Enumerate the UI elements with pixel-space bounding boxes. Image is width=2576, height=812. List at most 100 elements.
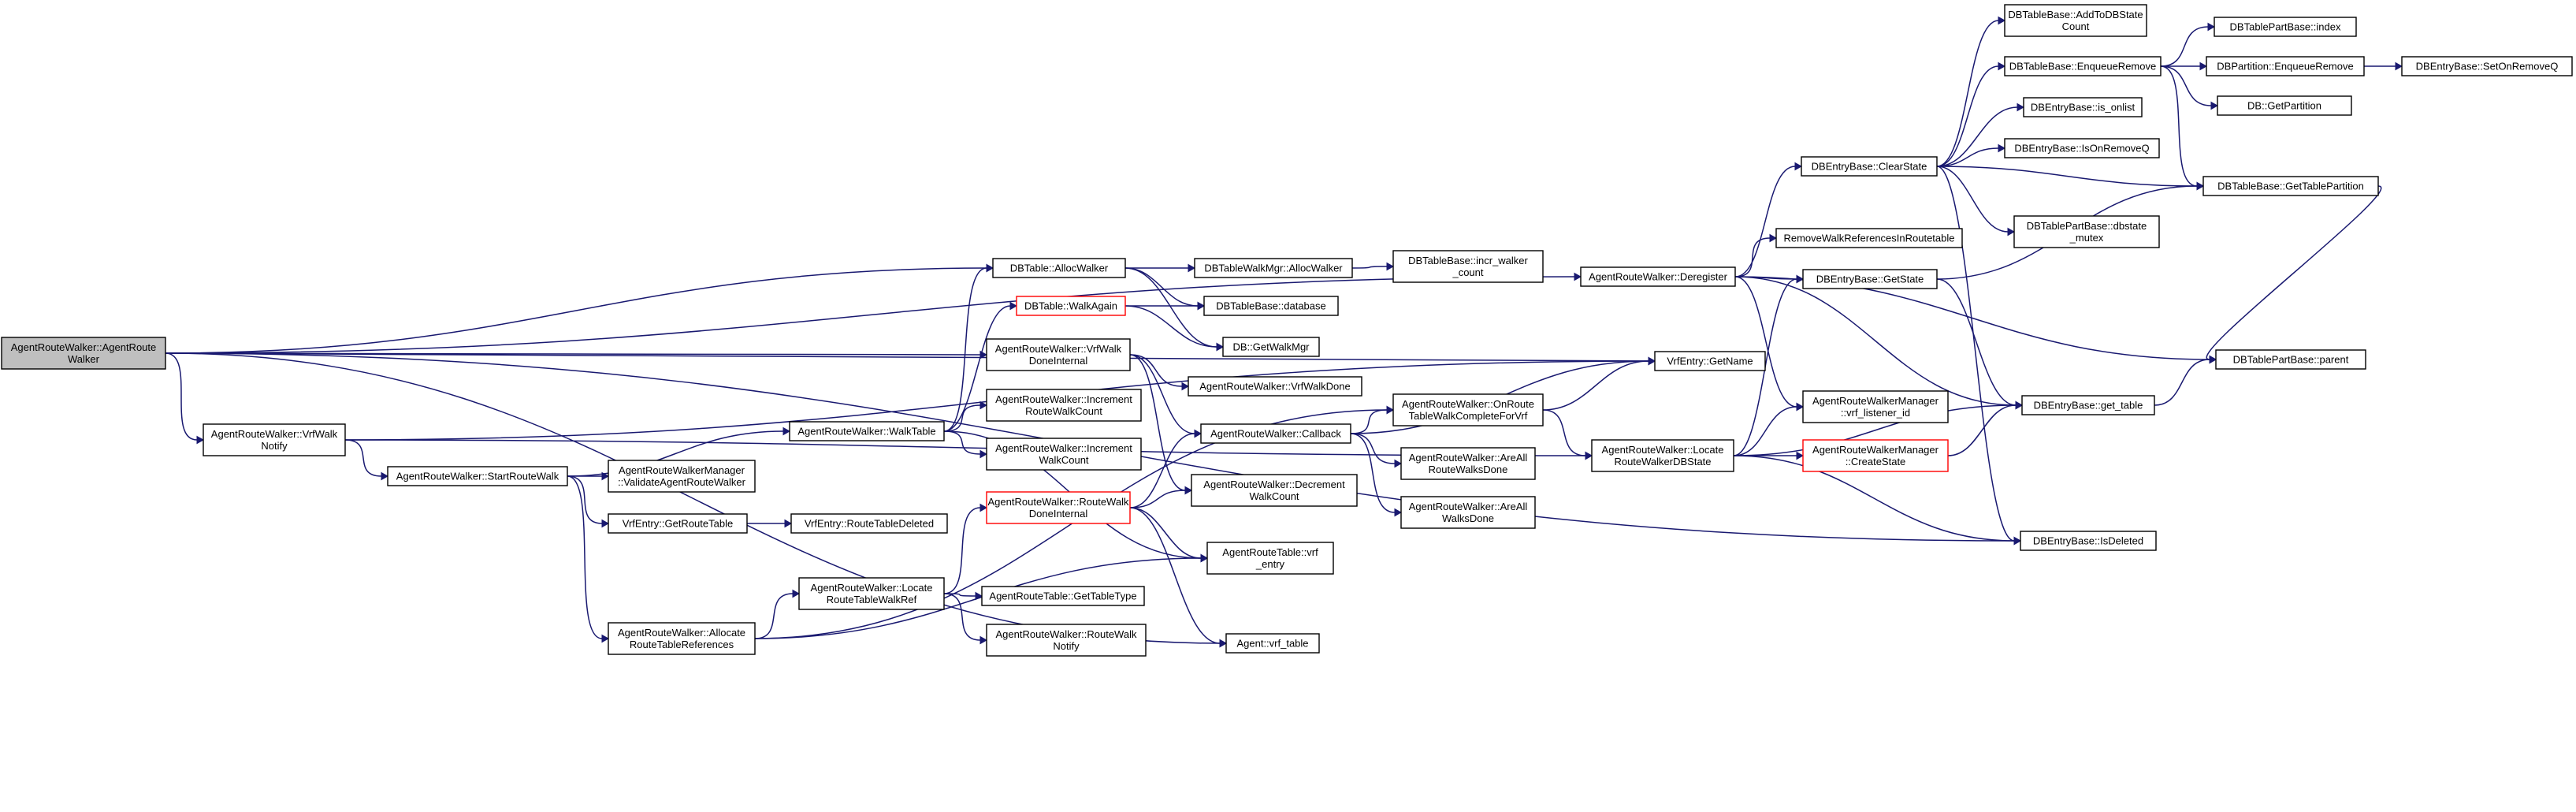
edge-n38-n45 bbox=[2161, 61, 2208, 71]
node-agentroutewalker-increment-routewalkcount[interactable]: AgentRouteWalker::IncrementRouteWalkCoun… bbox=[986, 389, 1142, 422]
edge-arrowhead bbox=[1998, 143, 2006, 153]
node-dbtable-allocwalker[interactable]: DBTable::AllocWalker bbox=[992, 258, 1126, 278]
node-agentroutewalkermanager-validateagentroutewalker[interactable]: AgentRouteWalkerManager::ValidateAgentRo… bbox=[608, 460, 756, 493]
edge-n42-n48 bbox=[2154, 355, 2217, 406]
node-agentroutewalker-agentroute-walker[interactable]: AgentRouteWalker::AgentRouteWalker bbox=[1, 337, 166, 370]
node-box bbox=[2013, 215, 2160, 248]
node-box bbox=[986, 624, 1147, 657]
edge-arrowhead bbox=[1796, 451, 1805, 460]
node-label: AgentRouteWalker::Increment bbox=[995, 393, 1132, 405]
node-agentroutewalker-walktable[interactable]: AgentRouteWalker::WalkTable bbox=[789, 421, 945, 441]
edge-line bbox=[1542, 409, 1586, 456]
node-vrfentry-getroutetable[interactable]: VrfEntry::GetRouteTable bbox=[608, 513, 748, 534]
edge-arrowhead bbox=[1998, 61, 2006, 71]
node-db-getpartition[interactable]: DB::GetPartition bbox=[2217, 95, 2352, 116]
node-agentroutewalker-deregister[interactable]: AgentRouteWalker::Deregister bbox=[1580, 266, 1736, 287]
edge-n7-n13 bbox=[943, 430, 988, 459]
node-agentroutewalker-startroutewalk[interactable]: AgentRouteWalker::StartRouteWalk bbox=[387, 466, 568, 486]
edge-line bbox=[165, 267, 987, 354]
node-agentroutewalker-onroute-tablewalkcompleteforvrf[interactable]: AgentRouteWalker::OnRouteTableWalkComple… bbox=[1392, 393, 1544, 426]
edge-line bbox=[1734, 276, 1797, 408]
node-db-getwalkmgr[interactable]: DB::GetWalkMgr bbox=[1222, 337, 1320, 357]
edge-n14-n22 bbox=[1129, 486, 1193, 508]
edge-line bbox=[2154, 359, 2210, 406]
node-label: WalkCount bbox=[1039, 454, 1088, 466]
node-agentroutewalker-allocate-routetablereferences[interactable]: AgentRouteWalker::AllocateRouteTableRefe… bbox=[608, 622, 756, 655]
edge-n30-n42 bbox=[1734, 276, 2024, 410]
node-label: AgentRouteTable::vrf bbox=[1222, 546, 1318, 558]
edge-arrowhead bbox=[1998, 16, 2006, 25]
node-dbentrybase-is-onlist[interactable]: DBEntryBase::is_onlist bbox=[2023, 97, 2143, 117]
node-removewalkreferencesinroutetable[interactable]: RemoveWalkReferencesInRoutetable bbox=[1775, 228, 1963, 248]
edge-line bbox=[1733, 455, 2015, 542]
node-agentroutewalkermanager-vrf-listener-id[interactable]: AgentRouteWalkerManager::vrf_listener_id bbox=[1802, 390, 1949, 423]
node-agentroutewalker-locate-routetablewalkref[interactable]: AgentRouteWalker::LocateRouteTableWalkRe… bbox=[798, 577, 945, 610]
node-dbentrybase-get-table[interactable]: DBEntryBase::get_table bbox=[2021, 395, 2155, 415]
node-agentroutetable-gettabletype[interactable]: AgentRouteTable::GetTableType bbox=[981, 586, 1145, 606]
node-dbtablepartbase-dbstate-mutex[interactable]: DBTablePartBase::dbstate_mutex bbox=[2013, 215, 2160, 248]
node-box bbox=[608, 513, 748, 534]
node-dbtablepartbase-index[interactable]: DBTablePartBase::index bbox=[2214, 17, 2357, 37]
node-label: ::vrf_listener_id bbox=[1841, 407, 1910, 419]
node-agentroutewalkermanager-createstate[interactable]: AgentRouteWalkerManager::CreateState bbox=[1802, 439, 1949, 472]
edge-arrowhead bbox=[2196, 181, 2205, 191]
node-agent-vrf-table[interactable]: Agent::vrf_table bbox=[1225, 633, 1320, 654]
node-agentroutewalker-vrfwalkdone[interactable]: AgentRouteWalker::VrfWalkDone bbox=[1188, 376, 1362, 397]
edge-line bbox=[943, 593, 981, 641]
edge-n33-n37 bbox=[1936, 16, 2006, 167]
node-box bbox=[992, 258, 1126, 278]
edge-n14-n21 bbox=[1129, 429, 1203, 508]
node-box bbox=[2217, 95, 2352, 116]
edge-n8-n15 bbox=[943, 591, 983, 601]
node-dbtablebase-database[interactable]: DBTableBase::database bbox=[1203, 296, 1339, 316]
node-dbentrybase-isdeleted[interactable]: DBEntryBase::IsDeleted bbox=[2020, 531, 2157, 551]
node-vrfentry-routetabledeleted[interactable]: VrfEntry::RouteTableDeleted bbox=[790, 513, 948, 534]
edge-n2-n3 bbox=[567, 475, 610, 643]
node-label: DoneInternal bbox=[1029, 355, 1088, 367]
node-vrfentry-getname[interactable]: VrfEntry::GetName bbox=[1654, 351, 1766, 371]
node-label: DBEntryBase::ClearState bbox=[1812, 161, 1927, 173]
edge-line bbox=[1542, 360, 1649, 411]
node-box bbox=[1225, 633, 1320, 654]
node-dbtablebase-incr-walker-count[interactable]: DBTableBase::incr_walker_count bbox=[1392, 250, 1544, 283]
node-agentroutewalker-locate-routewalkerdbstate[interactable]: AgentRouteWalker::LocateRouteWalkerDBSta… bbox=[1591, 439, 1734, 472]
node-dbentrybase-isonremoveq[interactable]: DBEntryBase::IsOnRemoveQ bbox=[2004, 138, 2160, 158]
node-dbtablewalkmgr-allocwalker[interactable]: DBTableWalkMgr::AllocWalker bbox=[1194, 258, 1353, 278]
node-agentroutetable-vrf-entry[interactable]: AgentRouteTable::vrf_entry bbox=[1206, 542, 1334, 575]
node-label: DBTableBase::incr_walker bbox=[1408, 255, 1528, 266]
edge-n33-n38 bbox=[1936, 61, 2006, 167]
edge-n26-n29 bbox=[1542, 356, 1656, 411]
node-dbtable-walkagain[interactable]: DBTable::WalkAgain bbox=[1016, 296, 1126, 316]
node-box bbox=[1222, 337, 1320, 357]
node-box bbox=[789, 421, 945, 441]
node-dbtablebase-gettablepartition[interactable]: DBTableBase::GetTablePartition bbox=[2202, 176, 2379, 196]
edge-arrowhead bbox=[1386, 405, 1395, 415]
node-box bbox=[1188, 376, 1362, 397]
node-box bbox=[1191, 474, 1358, 507]
node-dbentrybase-getstate[interactable]: DBEntryBase::GetState bbox=[1802, 269, 1938, 289]
edge-line bbox=[567, 475, 603, 524]
edge-line bbox=[1733, 404, 2017, 456]
node-label: VrfEntry::GetName bbox=[1667, 356, 1753, 367]
node-dbtablebase-enqueueremove[interactable]: DBTableBase::EnqueueRemove bbox=[2004, 56, 2162, 76]
edge-line bbox=[1734, 166, 1796, 277]
node-label: AgentRouteWalker::AreAll bbox=[1409, 501, 1528, 512]
node-label: Agent::vrf_table bbox=[1236, 638, 1308, 650]
node-label: AgentRouteWalker::Decrement bbox=[1203, 479, 1345, 490]
node-label: AgentRouteWalker::VrfWalk bbox=[211, 428, 338, 440]
node-dbtablepartbase-parent[interactable]: DBTablePartBase::parent bbox=[2215, 349, 2366, 370]
node-dbentrybase-clearstate[interactable]: DBEntryBase::ClearState bbox=[1801, 156, 1938, 177]
node-dbpartition-enqueueremove[interactable]: DBPartition::EnqueueRemove bbox=[2206, 56, 2365, 76]
node-dbentrybase-setonremoveq[interactable]: DBEntryBase::SetOnRemoveQ bbox=[2401, 56, 2573, 76]
edge-line bbox=[1129, 433, 1195, 508]
node-agentroutewalker-callback[interactable]: AgentRouteWalker::Callback bbox=[1200, 423, 1351, 444]
